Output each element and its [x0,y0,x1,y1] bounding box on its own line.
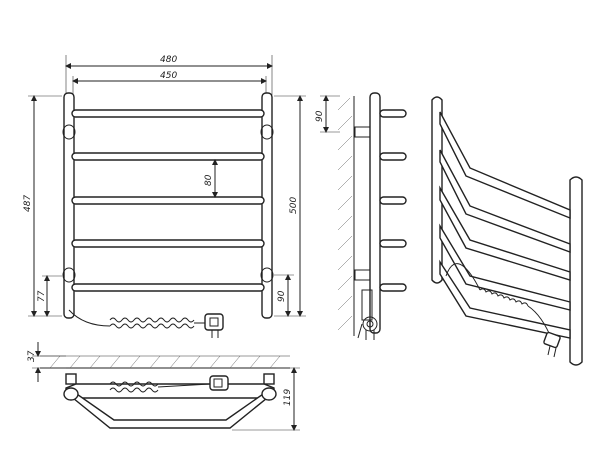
isometric-view [431,96,583,366]
wall-mount [260,267,274,283]
rungs [71,109,265,292]
right-rail [261,92,273,319]
plan-view: 37 119 [27,342,300,431]
dim-label-90: 90 [277,290,287,302]
front-view: 480 450 487 77 80 [23,55,306,338]
rung [71,152,265,161]
dim-label-500: 500 [289,197,299,214]
rung [71,283,265,292]
wall-mount [62,267,76,283]
iso-plug-icon [543,331,561,358]
side-plug-icon [357,289,378,340]
plan-bracket [263,373,275,385]
wall-mount [260,124,274,140]
power-cable [68,309,206,329]
dim-label-side-90: 90 [315,110,325,122]
rung [71,196,265,205]
wall-hatch [337,97,353,331]
iso-rungs [439,111,571,339]
bracket [354,269,371,281]
iso-right-rail [569,176,583,366]
dim-label-450: 450 [160,71,177,81]
rung [71,239,265,248]
dim-label-487: 487 [23,195,33,212]
rung [71,109,265,118]
left-rail [63,92,75,319]
dim-label-480: 480 [160,55,177,65]
side-rungs [379,109,407,292]
plan-coil [109,381,159,387]
wall-mount [62,124,76,140]
plug-icon [204,313,224,338]
dim-label-80: 80 [204,174,214,186]
side-view: 90 [315,92,407,340]
plan-plug-icon [209,375,229,391]
bracket [354,126,371,138]
iso-coil [479,288,529,307]
dim-label-77: 77 [37,290,47,302]
side-rail [369,92,381,334]
plan-bracket [65,373,77,385]
dim-label-119: 119 [283,389,293,406]
dim-label-37: 37 [27,350,37,362]
